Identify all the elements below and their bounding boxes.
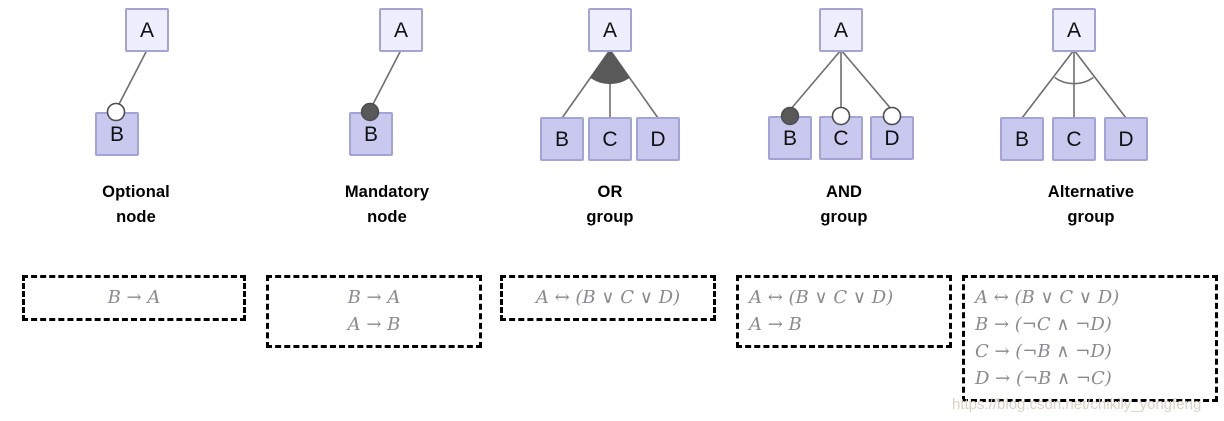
caption-line-1: OR — [597, 183, 623, 201]
caption-line-1: Alternative — [1047, 183, 1135, 201]
formula-line: B → (¬C ∧ ¬D) — [975, 314, 1112, 335]
column-or-group: A B C D OR group — [494, 0, 726, 421]
diagram-and-group: A B C D — [726, 0, 962, 175]
node-box-a[interactable] — [588, 8, 632, 52]
alternative-group-open-arc — [1054, 76, 1094, 85]
caption-line-2: group — [1067, 208, 1115, 226]
column-and-group: A B C D AND group — [726, 0, 962, 421]
node-label-a: A — [603, 19, 617, 42]
caption-line-1: Optional — [102, 183, 170, 201]
or-group-filled-arc — [589, 49, 631, 85]
formula-line: C → (¬B ∧ ¬D) — [975, 341, 1112, 362]
node-label-a: A — [140, 19, 154, 42]
edge-a-b — [115, 49, 148, 111]
formula-line: A ↔ (B ∨ C ∨ D) — [749, 287, 894, 308]
mandatory-marker-filled-circle-b — [780, 106, 800, 126]
node-label-c: C — [833, 127, 848, 150]
optional-marker-open-circle-d — [882, 106, 902, 126]
node-label-c: C — [602, 128, 617, 151]
mandatory-marker-filled-circle-b — [360, 102, 380, 122]
caption-mandatory-node: Mandatory node — [262, 180, 512, 230]
node-label-b: B — [364, 123, 378, 146]
column-optional-node: A B Optional node — [0, 0, 272, 421]
node-box-c[interactable] — [588, 117, 632, 161]
formula-box-alternative-group: A ↔ (B ∨ C ∨ D) B → (¬C ∧ ¬D) C → (¬B ∧ … — [962, 275, 1218, 402]
formula-line: B → A — [347, 287, 401, 308]
formula-line: A ↔ (B ∨ C ∨ D) — [535, 287, 681, 308]
column-alternative-group: A B C D Alternative group — [958, 0, 1224, 421]
node-box-c[interactable] — [1052, 117, 1096, 161]
node-label-a: A — [834, 19, 848, 42]
column-mandatory-node: A B Mandatory node — [262, 0, 512, 421]
caption-line-2: node — [116, 208, 156, 226]
node-box-b[interactable] — [540, 117, 584, 161]
formula-line: B → A — [107, 287, 161, 308]
node-box-a[interactable] — [819, 8, 863, 52]
caption-line-2: group — [586, 208, 634, 226]
node-label-b: B — [110, 123, 124, 146]
diagram-or-group: A B C D — [494, 0, 726, 175]
node-box-a[interactable] — [379, 8, 423, 52]
node-label-d: D — [1118, 128, 1133, 151]
caption-line-2: node — [367, 208, 407, 226]
diagram-alternative-group: A B C D — [958, 0, 1224, 175]
caption-optional-node: Optional node — [0, 180, 272, 230]
node-label-b: B — [555, 128, 569, 151]
formula-box-mandatory-node: B → A A → B — [266, 275, 482, 348]
formula-line: D → (¬B ∧ ¬C) — [975, 368, 1112, 389]
formula-box-or-group: A ↔ (B ∨ C ∨ D) — [500, 275, 716, 321]
caption-or-group: OR group — [494, 180, 726, 230]
formula-box-optional-node: B → A — [22, 275, 246, 321]
optional-marker-open-circle-c — [831, 106, 851, 126]
caption-line-2: group — [820, 208, 868, 226]
formula-line: A ↔ (B ∨ C ∨ D) — [975, 287, 1120, 308]
node-label-b: B — [783, 127, 797, 150]
formula-box-and-group: A ↔ (B ∨ C ∨ D) A → B — [736, 275, 952, 348]
diagram-optional-node: A B — [0, 0, 272, 175]
edge-a-b — [1021, 49, 1075, 119]
node-box-a[interactable] — [125, 8, 169, 52]
node-box-b[interactable] — [1000, 117, 1044, 161]
node-label-d: D — [884, 127, 899, 150]
node-label-a: A — [1067, 19, 1081, 42]
node-label-d: D — [650, 128, 665, 151]
caption-alternative-group: Alternative group — [958, 180, 1224, 230]
edge-a-d — [840, 49, 893, 111]
formula-line: A → B — [749, 314, 802, 335]
node-box-d[interactable] — [1104, 117, 1148, 161]
edge-a-b — [369, 49, 402, 111]
node-box-a[interactable] — [1052, 8, 1096, 52]
node-label-b: B — [1015, 128, 1029, 151]
diagram-mandatory-node: A B — [262, 0, 512, 175]
node-box-d[interactable] — [636, 117, 680, 161]
edge-a-b — [789, 49, 842, 111]
caption-line-1: AND — [825, 183, 863, 201]
formula-line: A → B — [347, 314, 401, 335]
node-label-a: A — [394, 19, 408, 42]
edge-a-d — [1073, 49, 1127, 119]
caption-line-1: Mandatory — [344, 183, 430, 201]
optional-marker-open-circle-b — [106, 102, 126, 122]
caption-and-group: AND group — [726, 180, 962, 230]
node-label-c: C — [1066, 128, 1081, 151]
